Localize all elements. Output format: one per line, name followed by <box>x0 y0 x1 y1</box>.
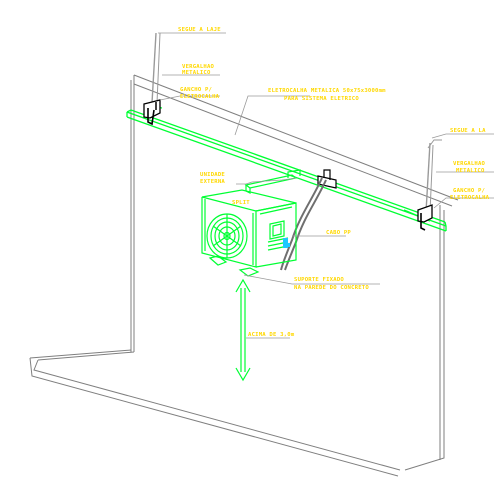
label-segue-laje-right: SEGUE A LA <box>450 128 486 134</box>
label-eletrocalha-left: ELETROCALHA <box>180 94 220 100</box>
labels: SEGUE A LAJE VERGALHAO METALICO GANCHO P… <box>178 27 490 338</box>
service-valve <box>283 238 290 248</box>
cable-tray <box>126 105 447 232</box>
label-split: SPLIT <box>232 200 250 206</box>
label-segue-laje-left: SEGUE A LAJE <box>178 27 221 33</box>
split-unit <box>201 189 297 268</box>
label-parede-concreto: NA PAREDE DO CONCRETO <box>294 285 369 291</box>
label-vergalhao-right: VERGALHAO <box>453 161 486 167</box>
label-eletrocalha-right: ELETROCALHA <box>450 195 490 201</box>
label-gancho-right: GANCHO P/ <box>453 188 486 194</box>
label-metalico-right: METALICO <box>456 168 485 174</box>
cable-pp <box>280 177 327 271</box>
label-eletrocalha-metalica: ELETROCALHA METALICA 50x75x3000mm <box>268 88 386 94</box>
label-gancho-left: GANCHO P/ <box>180 87 213 93</box>
label-sistema-eletrico: PARA SISTEMA ELETRICO <box>284 96 359 102</box>
left-hanger <box>143 32 161 126</box>
leader-lines <box>158 32 494 339</box>
wall-outline <box>29 74 459 477</box>
height-dimension <box>235 278 251 382</box>
label-metalico-left: METALICO <box>182 70 211 76</box>
label-acima-3m: ACIMA DE 3,0m <box>248 332 295 338</box>
right-hanger <box>417 139 442 231</box>
label-vergalhao-left: VERGALHAO <box>182 64 215 70</box>
label-unidade: UNIDADE <box>200 172 225 178</box>
label-externa: EXTERNA <box>200 179 225 185</box>
label-suporte-fixado: SUPORTE FIXADO <box>294 277 344 283</box>
label-cabo-pp: CABO PP <box>326 230 351 236</box>
